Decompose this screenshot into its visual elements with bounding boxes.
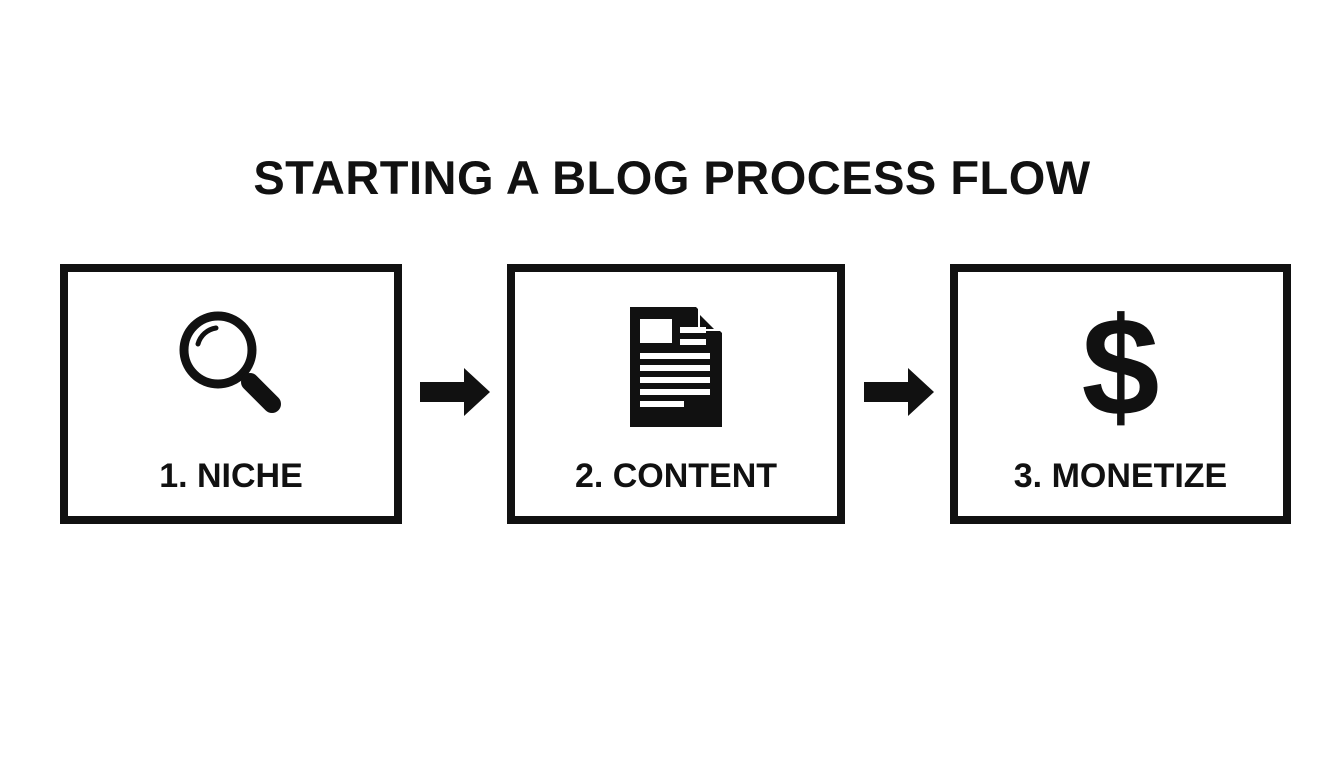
step-label-monetize: 3. MONETIZE (1013, 457, 1228, 495)
step-box-monetize: $ 3. MONETIZE (950, 264, 1291, 524)
step-box-content: 2. CONTENT (507, 264, 845, 524)
step-label-content: 2. CONTENT (574, 457, 778, 495)
step-box-niche: 1. NICHE (60, 264, 402, 524)
diagram-title: STARTING A BLOG PROCESS FLOW (253, 151, 1091, 204)
step-label-niche: 1. NICHE (159, 457, 303, 495)
magnifying-glass-icon (68, 302, 394, 432)
document-icon (515, 302, 837, 432)
dollar-sign-icon: $ (958, 288, 1283, 445)
right-arrow-icon (420, 366, 492, 418)
right-arrow-icon (864, 366, 936, 418)
dollar-sign-glyph: $ (1081, 288, 1160, 445)
